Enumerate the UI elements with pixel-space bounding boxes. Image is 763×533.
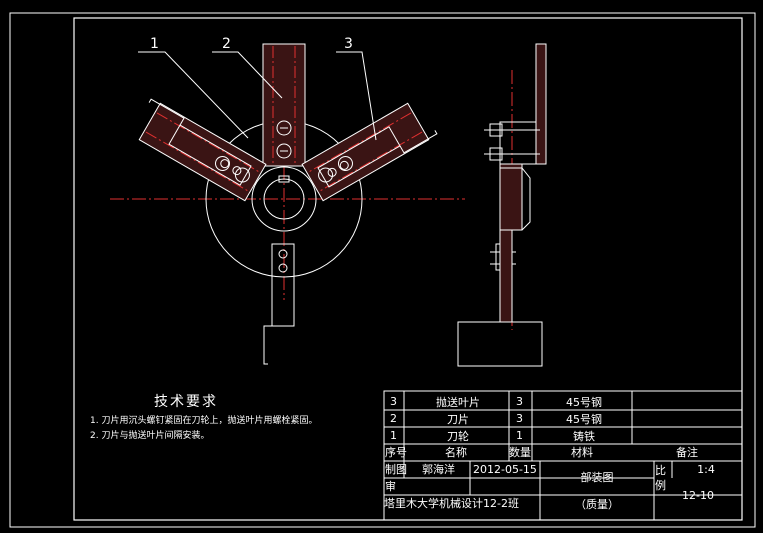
drawer-name: 郭海洋 (422, 463, 455, 476)
leader-3 (336, 51, 377, 141)
callout-3: 3 (344, 36, 353, 52)
header-remark: 备注 (676, 446, 698, 459)
inner-frame (73, 17, 743, 521)
row3-qty: 3 (516, 395, 523, 408)
header-material: 材料 (571, 446, 593, 459)
side-view (457, 43, 547, 367)
tech-note-2: 2. 刀片与抛送叶片间隔安装。 (90, 431, 210, 441)
row1-name: 刀轮 (447, 430, 469, 443)
vane-upper-left (148, 98, 252, 186)
tech-notes-title: 技术要求 (154, 394, 218, 410)
row2-qty: 3 (516, 412, 523, 425)
row3-seq: 3 (390, 395, 397, 408)
scale-value: 1:4 (697, 463, 715, 476)
drawing-date: 2012-05-15 (473, 463, 537, 476)
row1-material: 铸铁 (573, 430, 595, 443)
header-name: 名称 (445, 446, 467, 459)
blade-top (262, 43, 306, 167)
header-qty: 数量 (509, 446, 531, 459)
row2-seq: 2 (390, 412, 397, 425)
review-label: 审 (385, 480, 396, 493)
drawing-title: 部装图 (580, 471, 614, 484)
school-class: 塔里木大学机械设计12-2班 (384, 497, 519, 510)
row1-qty: 1 (516, 429, 523, 442)
leader-1 (138, 51, 249, 139)
drawing-number: 12-10 (682, 489, 714, 502)
row2-material: 45号钢 (566, 413, 602, 426)
blade-lower-right (138, 102, 267, 202)
row2-name: 刀片 (447, 413, 469, 426)
blade-lower-left (301, 102, 430, 202)
outer-border (9, 12, 756, 528)
title-block-grid (383, 390, 743, 521)
front-view (110, 43, 465, 365)
callout-1: 1 (150, 36, 159, 52)
scale-label: 比例 (655, 464, 666, 492)
keyway (278, 175, 290, 183)
callout-2: 2 (222, 36, 231, 52)
row1-seq: 1 (390, 429, 397, 442)
vane-upper-right (317, 126, 438, 188)
header-seq: 序号 (385, 446, 407, 459)
row3-name: 抛送叶片 (436, 396, 480, 409)
drawn-label: 制图 (385, 463, 407, 476)
tech-note-1: 1. 刀片用沉头螺钉紧固在刀轮上，抛送叶片用螺栓紧固。 (90, 416, 318, 426)
technical-requirements: 技术要求 1. 刀片用沉头螺钉紧固在刀轮上，抛送叶片用螺栓紧固。 2. 刀片与抛… (90, 395, 317, 444)
hub-circle (251, 166, 317, 232)
leader-2 (212, 51, 283, 99)
vane-bottom (263, 243, 295, 365)
bore-circle (263, 178, 305, 220)
row3-material: 45号钢 (566, 396, 602, 409)
mass-label: （质量） (575, 498, 619, 511)
